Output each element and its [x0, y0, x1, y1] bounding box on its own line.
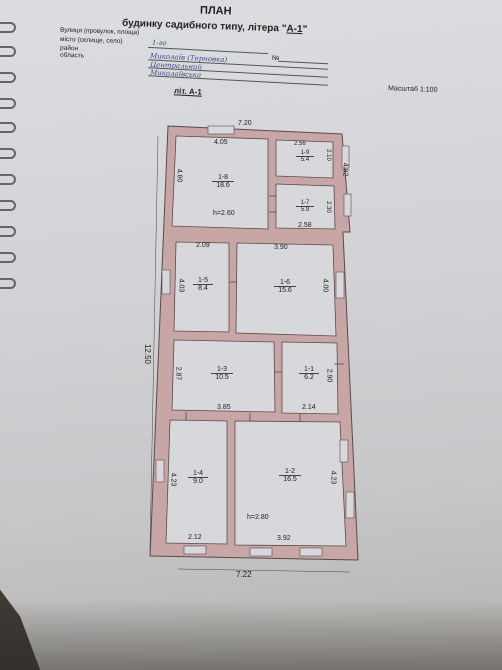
- room-label: 1-7 5.9: [296, 200, 314, 213]
- dim-r13-h: 2.87: [174, 366, 182, 381]
- binder-ring: [0, 278, 16, 289]
- dim-r11-w: 2.14: [302, 404, 316, 411]
- room-label: 1-3 10.5: [211, 366, 233, 381]
- room-height: h=2.60: [213, 210, 235, 217]
- dim-r18-w: 4.05: [214, 139, 228, 146]
- dim-r18-h: 4.60: [175, 168, 183, 183]
- plan-walls: [149, 125, 359, 561]
- dim-r12-h: 4.23: [329, 470, 337, 485]
- room-label: 1-5 8.4: [193, 277, 213, 292]
- dim-r19-h: 2.10: [324, 149, 331, 161]
- room-id: 1-5: [193, 277, 213, 285]
- binder-ring: [0, 22, 16, 33]
- dim-top: 7.20: [238, 120, 252, 127]
- binder-ring: [0, 98, 16, 109]
- room-id: 1-8: [212, 174, 234, 182]
- room-id: 1-7: [296, 200, 314, 207]
- dim-r16-h: 4.00: [321, 278, 329, 293]
- dim-r15-h: 4.03: [177, 278, 185, 293]
- dim-right-upper: 4.92: [341, 162, 349, 177]
- room-height: h=2.80: [247, 514, 269, 521]
- dim-r13-w: 3.85: [217, 404, 231, 411]
- binder-ring: [0, 174, 16, 185]
- room-area: 9.0: [193, 478, 203, 485]
- room-id: 1-3: [211, 366, 233, 374]
- room-area: 16.5: [283, 476, 297, 483]
- room-label: 1-2 16.5: [279, 468, 301, 483]
- room-area: 5.4: [300, 157, 310, 163]
- room-label: 1-4 9.0: [188, 470, 208, 485]
- dim-r17-bottom: 2.58: [298, 222, 312, 229]
- dim-r15-w: 2.09: [196, 242, 210, 249]
- dim-r19-w: 2.56: [294, 141, 306, 147]
- dim-r16-w: 3.90: [274, 244, 288, 251]
- room-area: 8.4: [198, 285, 208, 292]
- room-area: 15.6: [278, 287, 292, 294]
- room-label: 1-1 6.2: [299, 366, 319, 381]
- room-id: 1-1: [299, 366, 319, 374]
- dim-bottom-total: 7.22: [236, 570, 252, 579]
- room-label: 1-8 18.6: [212, 174, 234, 189]
- binder-ring: [0, 72, 16, 83]
- page-shadow: [0, 600, 502, 670]
- room-area: 5.9: [300, 207, 310, 213]
- room-area: 18.6: [216, 182, 230, 189]
- binder-ring: [0, 252, 16, 263]
- room-label: 1-9 5.4: [296, 150, 314, 163]
- binder-ring: [0, 200, 16, 211]
- dim-r17-h: 2.30: [324, 201, 331, 213]
- dim-r11-h: 2.90: [325, 368, 333, 383]
- dim-r14-w: 2.12: [188, 534, 202, 541]
- number-sign: №: [272, 55, 280, 62]
- dimension-lines: [149, 135, 351, 573]
- binder-ring: [0, 122, 16, 133]
- room-id: 1-6: [274, 279, 296, 287]
- room-id: 1-4: [188, 470, 208, 478]
- room-area: 6.2: [304, 374, 314, 381]
- room-label: 1-6 15.6: [274, 279, 296, 294]
- binder-ring: [0, 148, 16, 159]
- binder-ring: [0, 226, 16, 237]
- dim-r14-h: 4.23: [169, 472, 177, 487]
- dim-r12-w: 3.92: [277, 535, 291, 542]
- room-id: 1-9: [296, 150, 314, 157]
- room-area: 10.5: [215, 374, 229, 381]
- dim-left-total: 12.50: [143, 343, 153, 365]
- binder-ring: [0, 46, 16, 57]
- plan-doors: [185, 195, 344, 422]
- room-id: 1-2: [279, 468, 301, 476]
- plan-windows: [155, 125, 355, 557]
